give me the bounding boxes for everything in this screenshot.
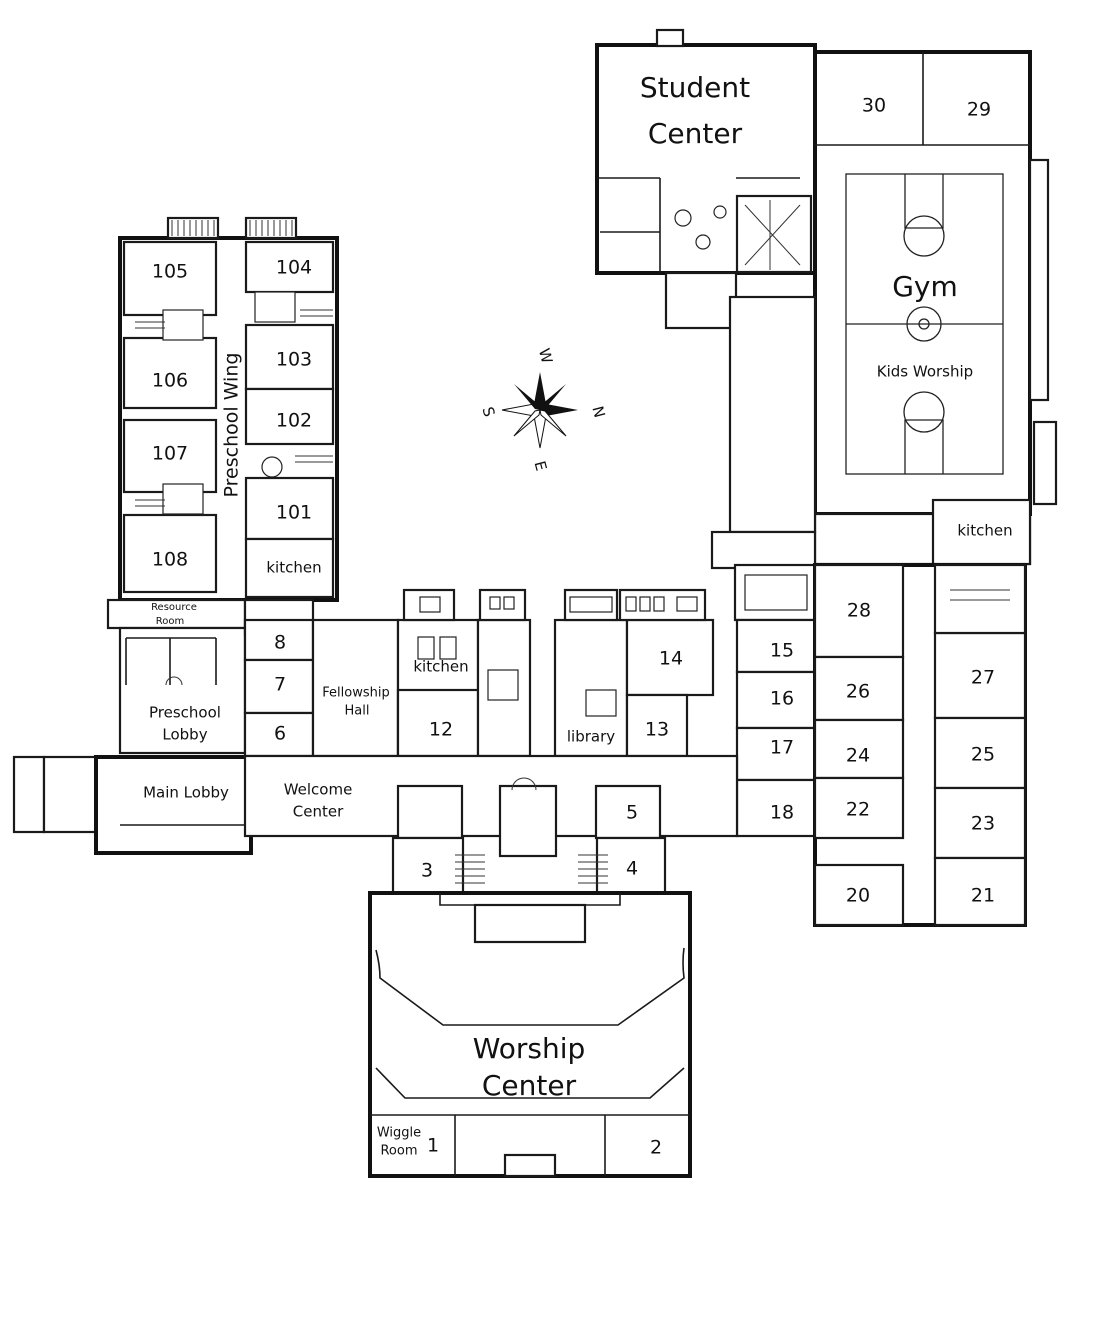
room-7-label: 7 — [274, 674, 286, 696]
room-101-label: 101 — [276, 502, 312, 524]
room-28-label: 28 — [847, 600, 871, 622]
room-22-label: 22 — [846, 799, 870, 821]
room-18-label: 18 — [770, 802, 794, 824]
compass-rose-icon — [501, 372, 578, 449]
student-center-area — [595, 28, 817, 330]
room-27-label: 27 — [971, 667, 995, 689]
fellowship-hall-label-line2: Hall — [345, 704, 370, 719]
worship-center-area — [368, 891, 692, 1178]
room-21-label: 21 — [971, 885, 995, 907]
library-label: library — [567, 728, 615, 746]
preschool-lobby-label-line2: Lobby — [162, 726, 207, 744]
room-20-label: 20 — [846, 885, 870, 907]
wiggle-room-label-line2: Room — [380, 1144, 417, 1159]
preschool-lobby-label-line1: Preschool — [149, 704, 221, 722]
gym-kitchen-label: kitchen — [957, 522, 1012, 540]
preschool-lobby-area — [106, 598, 247, 755]
preschool-wing-label: Preschool Wing — [221, 353, 243, 498]
room-13-label: 13 — [645, 719, 669, 741]
room-107-label: 107 — [152, 443, 188, 465]
room-24-label: 24 — [846, 745, 870, 767]
compass-e-label: E — [531, 459, 551, 473]
resource-room-label-line2: Room — [156, 616, 184, 627]
kids-worship-label: Kids Worship — [877, 363, 973, 381]
room-104-label: 104 — [276, 257, 312, 279]
welcome-center-label-line2: Center — [293, 803, 344, 821]
room-6-label: 6 — [274, 723, 286, 745]
room-108-label: 108 — [152, 549, 188, 571]
room-102-label: 102 — [276, 410, 312, 432]
library-area — [553, 588, 715, 758]
room-105-label: 105 — [152, 261, 188, 283]
gym-area — [791, 50, 1058, 566]
fellowship-kitchen-label: kitchen — [413, 658, 468, 676]
preschool-kitchen-label: kitchen — [266, 559, 321, 577]
compass-w-label: W — [535, 346, 556, 365]
room-5-label: 5 — [626, 802, 638, 824]
welcome-center-label-line1: Welcome — [284, 781, 353, 799]
worship-center-label-line1: Worship — [473, 1032, 586, 1065]
rooms-3-4 — [391, 836, 667, 895]
compass-n-label: N — [588, 404, 608, 420]
room-3-label: 3 — [421, 860, 433, 882]
room-103-label: 103 — [276, 349, 312, 371]
room-12-label: 12 — [429, 719, 453, 741]
room-23-label: 23 — [971, 813, 995, 835]
east-classroom-block — [813, 563, 1027, 927]
east-corridor — [728, 295, 817, 534]
wiggle-room-label-line1: Wiggle — [377, 1126, 421, 1141]
room-15-label: 15 — [770, 640, 794, 662]
room-26-label: 26 — [846, 681, 870, 703]
room-14-label: 14 — [659, 648, 683, 670]
resource-room-label-line1: Resource — [151, 602, 197, 613]
room-25-label: 25 — [971, 744, 995, 766]
room-16-label: 16 — [770, 688, 794, 710]
room-106-label: 106 — [152, 370, 188, 392]
fellowship-hall-label-line1: Fellowship — [322, 686, 389, 701]
classrooms-15-18 — [710, 530, 817, 838]
main-lobby-area — [12, 755, 253, 855]
room-2-label: 2 — [650, 1137, 662, 1159]
room-4-label: 4 — [626, 858, 638, 880]
student-center-label-line1: Student — [640, 71, 750, 104]
worship-center-label-line2: Center — [482, 1069, 577, 1102]
room-17-label: 17 — [770, 737, 794, 759]
room-29-label: 29 — [967, 99, 991, 121]
compass-s-label: S — [479, 405, 499, 419]
room-30-label: 30 — [862, 95, 886, 117]
main-lobby-label: Main Lobby — [143, 784, 229, 802]
gym-label: Gym — [892, 270, 958, 303]
student-center-label-line2: Center — [648, 117, 743, 150]
preschool-wing-area — [118, 216, 339, 602]
room-1-label: 1 — [427, 1135, 439, 1157]
fellowship-area — [243, 588, 532, 758]
room-8-label: 8 — [274, 632, 286, 654]
